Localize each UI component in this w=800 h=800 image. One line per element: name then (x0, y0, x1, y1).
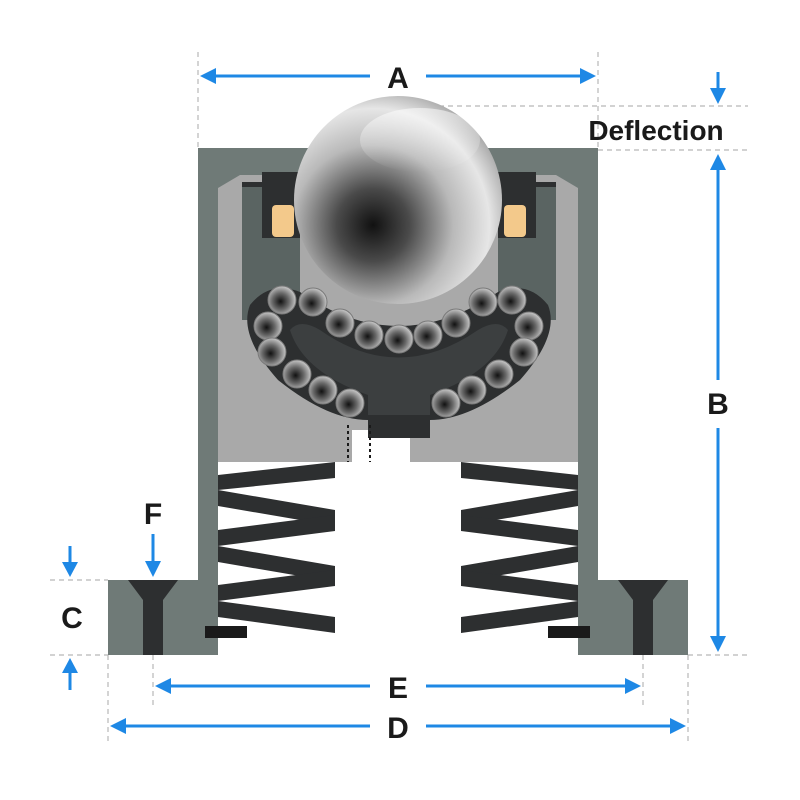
label-f: F (144, 498, 162, 531)
seal-insert-left (272, 205, 294, 237)
seal-insert-right (504, 205, 526, 237)
label-a: A (387, 62, 409, 95)
housing (108, 148, 688, 655)
screw-hole-right (618, 580, 668, 655)
dimension-a: A (200, 62, 596, 95)
main-ball (294, 96, 502, 304)
dimension-e: E (155, 672, 641, 705)
seal-ring (242, 172, 556, 320)
screw-hole-left (128, 580, 178, 655)
label-d: D (387, 712, 409, 745)
dimension-deflection: Deflection (588, 72, 726, 146)
spring-right (461, 462, 590, 638)
label-b: B (707, 388, 729, 421)
dimension-b: B (707, 154, 729, 652)
spring-left (205, 462, 335, 638)
dimension-c: C (61, 546, 83, 690)
extension-lines (50, 52, 748, 745)
dimension-f: F (144, 498, 162, 577)
label-e: E (388, 672, 408, 705)
dimension-d: D (110, 712, 686, 745)
label-deflection: Deflection (588, 115, 723, 146)
bearing-balls (253, 285, 544, 418)
label-c: C (61, 602, 83, 635)
